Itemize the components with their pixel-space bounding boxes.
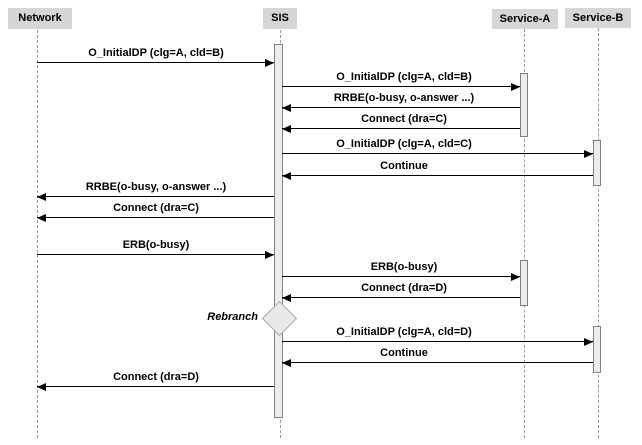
message-arrow [282,125,520,133]
message-label: ERB(o-busy) [122,239,190,251]
activation-bar-sis [274,44,283,418]
lifeline-service-b [598,28,599,438]
activation-bar-service-a-1 [520,73,528,137]
message-label: O_InitialDP (clg=A, cld=C) [336,138,472,150]
message-arrow [37,383,274,391]
arrowhead-icon [265,251,274,259]
message-label: O_InitialDP (clg=A, cld=B) [336,71,472,83]
arrowhead-icon [265,59,274,67]
actor-service-a: Service-A [492,9,558,29]
arrowhead-icon [584,338,593,346]
arrowhead-icon [282,172,291,180]
message-arrow [282,172,593,180]
message-label: RRBE(o-busy, o-answer ...) [85,181,227,193]
message-label: Connect (dra=C) [361,113,447,125]
message-label: Connect (dra=D) [113,371,199,383]
rebranch-label: Rebranch [207,311,258,323]
message-arrow [37,214,274,222]
activation-bar-service-b-2 [593,326,601,373]
arrowhead-icon [282,294,291,302]
arrowhead-icon [282,125,291,133]
actor-network: Network [8,8,72,29]
arrowhead-icon [511,273,520,281]
arrowhead-icon [37,193,46,201]
lifeline-network [37,30,38,438]
message-arrow [37,59,274,67]
actor-sis: SIS [263,8,297,29]
message-arrow [37,251,274,259]
message-label: O_InitialDP (clg=A, cld=B) [88,47,224,59]
arrowhead-icon [37,214,46,222]
arrowhead-icon [584,150,593,158]
message-label: Connect (dra=C) [113,202,199,214]
message-arrow [282,273,520,281]
actor-service-b: Service-B [565,8,631,28]
arrowhead-icon [282,359,291,367]
arrowhead-icon [282,104,291,112]
message-arrow [282,294,520,302]
message-label: ERB(o-busy) [370,261,438,273]
message-arrow [37,193,274,201]
message-label: O_InitialDP (clg=A, cld=D) [336,326,472,338]
arrowhead-icon [511,83,520,91]
message-arrow [282,83,520,91]
activation-bar-service-b-1 [593,140,601,186]
message-arrow [282,150,593,158]
message-label: Connect (dra=D) [361,282,447,294]
lifeline-service-a [524,29,525,438]
arrowhead-icon [37,383,46,391]
message-arrow [282,104,520,112]
activation-bar-service-a-2 [520,260,528,306]
message-label: Continue [380,347,428,359]
message-arrow [282,359,593,367]
message-label: Continue [380,160,428,172]
message-arrow [282,338,593,346]
message-label: RRBE(o-busy, o-answer ...) [333,92,475,104]
